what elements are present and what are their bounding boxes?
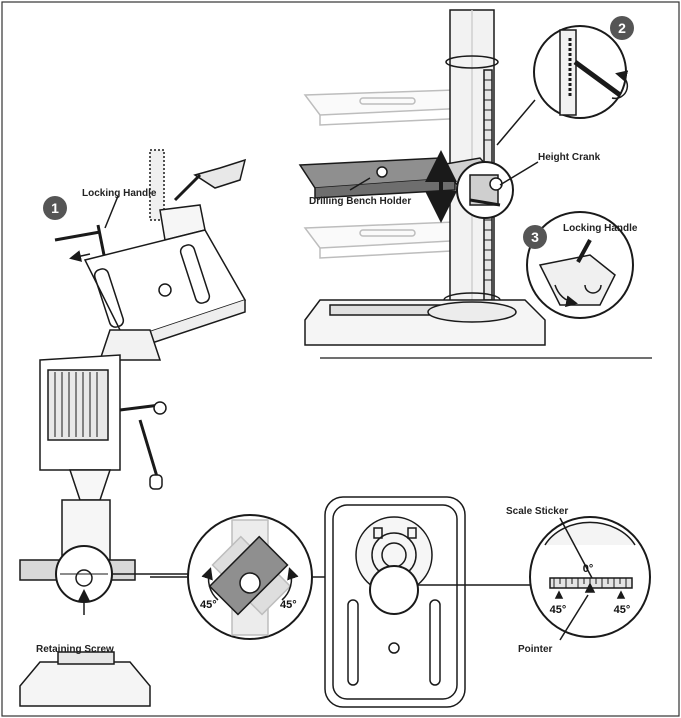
ghost-table-top: [303, 89, 472, 126]
detail-circle-2: [533, 25, 627, 119]
label-locking-handle-left: Locking Handle: [82, 188, 157, 199]
scale-detail-circle: [529, 516, 651, 641]
tilt-angle-right: 45°: [280, 599, 297, 611]
left-table: [83, 229, 247, 341]
svg-text:1: 1: [51, 200, 59, 216]
rear-view-illustration: [324, 496, 530, 708]
height-adjust-illustration: [298, 9, 652, 359]
label-drilling-bench-holder: Drilling Bench Holder: [309, 196, 411, 207]
label-locking-handle-right: Locking Handle: [563, 223, 638, 234]
scale-angle-zero: 0°: [583, 563, 594, 575]
pointer-mark: [584, 582, 596, 593]
drill-head-illustration: [19, 149, 247, 707]
svg-text:2: 2: [618, 20, 626, 36]
ghost-table-bottom: [303, 221, 472, 259]
label-height-crank: Height Crank: [538, 152, 601, 163]
scale-angle-left: 45°: [550, 604, 567, 616]
step-badge-1: 1: [43, 196, 67, 220]
label-pointer: Pointer: [518, 644, 553, 655]
step-badge-2: 2: [610, 16, 634, 40]
scale-angle-right: 45°: [614, 604, 631, 616]
tilt-angle-left: 45°: [200, 599, 217, 611]
label-scale-sticker: Scale Sticker: [506, 506, 568, 517]
label-retaining-screw: Retaining Screw: [36, 644, 114, 655]
tilt-detail-circle: [150, 514, 330, 640]
step-badge-3: 3: [523, 225, 547, 249]
svg-text:3: 3: [531, 229, 539, 245]
